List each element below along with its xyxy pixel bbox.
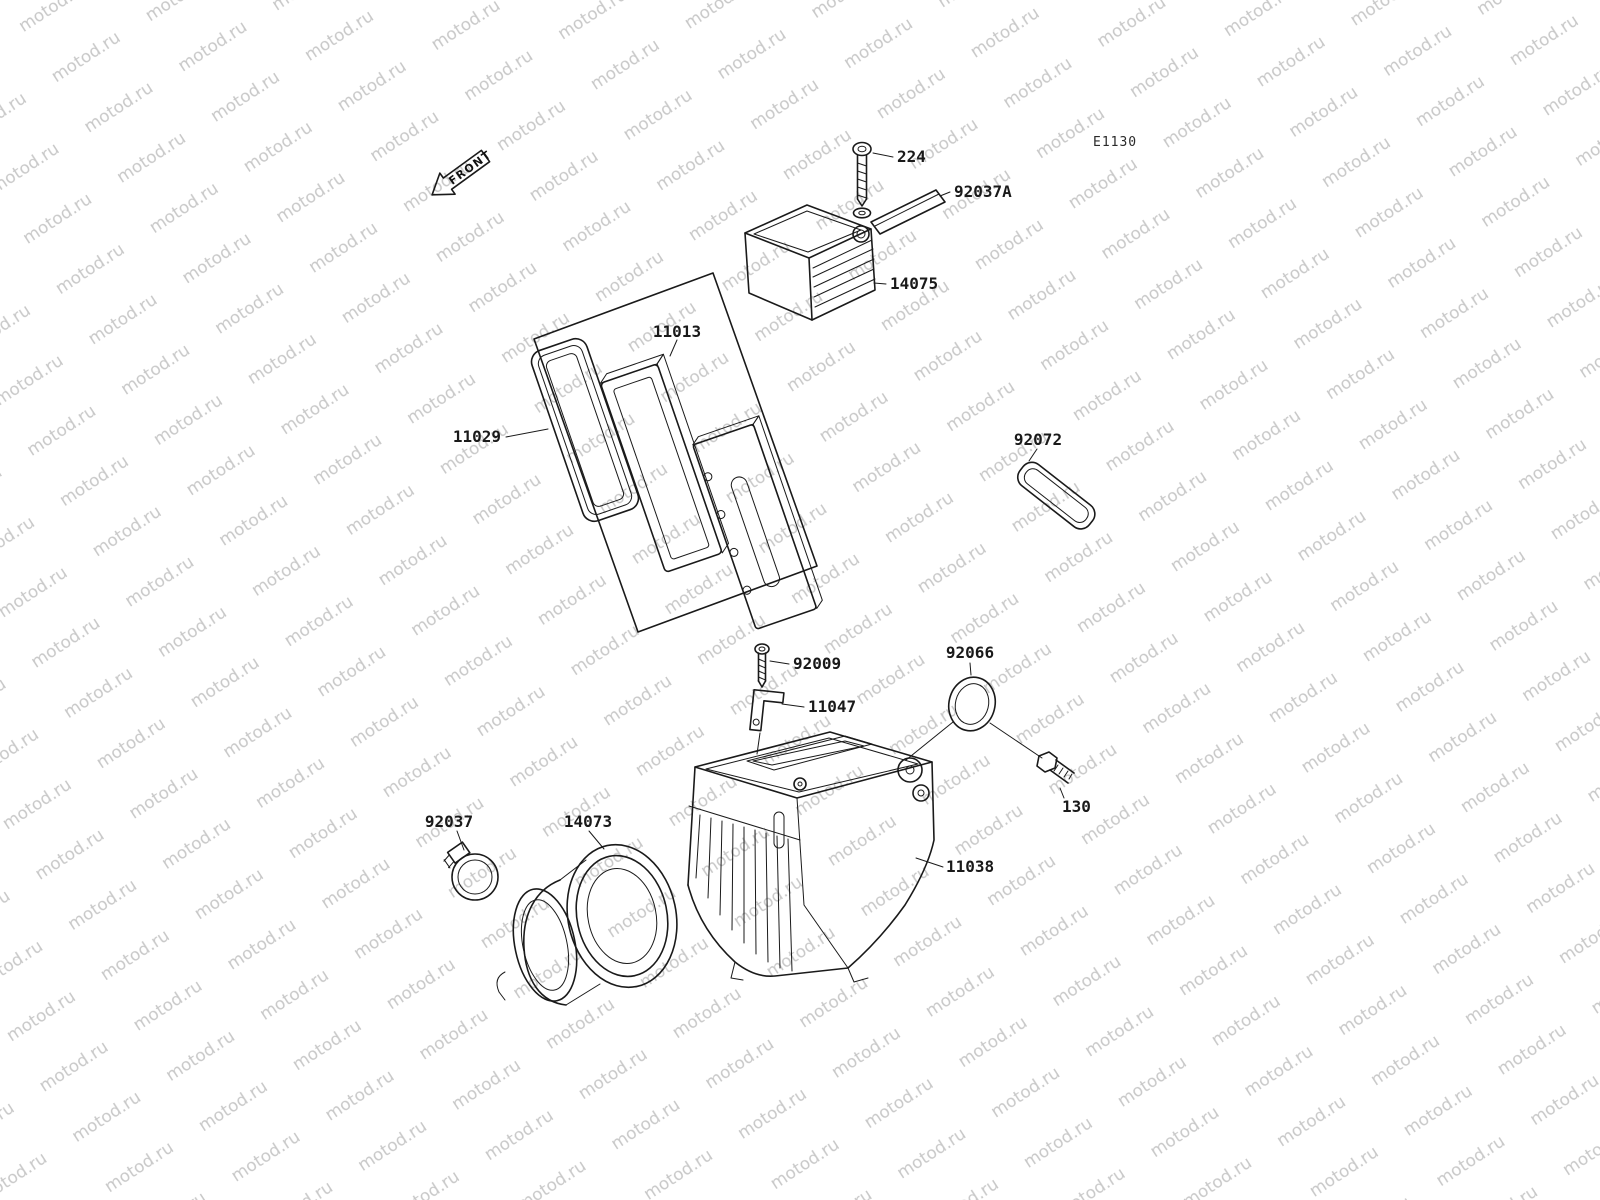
leader-92072 xyxy=(1028,448,1038,462)
cap-to-bolt-line xyxy=(989,722,1043,759)
part-label-92009: 92009 xyxy=(793,654,841,673)
part-label-92072: 92072 xyxy=(1014,430,1062,449)
element-group-outline xyxy=(533,272,818,633)
leader-130 xyxy=(1059,787,1065,799)
part-label-92037a: 92037A xyxy=(954,182,1012,201)
clamp-92037-drawing xyxy=(443,841,499,901)
screw-224-drawing xyxy=(852,141,872,219)
cap-to-housing-line xyxy=(905,721,954,761)
diagram-code: E1130 xyxy=(1093,135,1137,150)
leader-14073 xyxy=(588,830,605,850)
leader-92009 xyxy=(769,660,790,665)
part-label-92066: 92066 xyxy=(946,643,994,662)
leader-224 xyxy=(872,152,894,158)
part-label-11047: 11047 xyxy=(808,697,856,716)
leader-11013 xyxy=(669,339,678,357)
cover-14075-drawing xyxy=(744,204,876,321)
leader-14075 xyxy=(873,282,887,285)
part-label-14075: 14075 xyxy=(890,274,938,293)
boot-14073-drawing xyxy=(496,843,678,1006)
part-label-224: 224 xyxy=(897,147,926,166)
leader-11029 xyxy=(505,428,549,438)
bracket-11047-drawing xyxy=(749,688,785,732)
leader-92037 xyxy=(456,830,465,851)
leader-11038 xyxy=(915,857,944,868)
part-label-11029: 11029 xyxy=(453,427,501,446)
part-label-14073: 14073 xyxy=(564,812,612,831)
screw-92009-drawing xyxy=(754,643,770,688)
leader-92037a xyxy=(939,191,951,197)
part-label-92037: 92037 xyxy=(425,812,473,831)
element-11013-drawing xyxy=(599,353,730,573)
part-label-11038: 11038 xyxy=(946,857,994,876)
seal-92037a-drawing xyxy=(870,189,946,235)
element-plate-drawing xyxy=(692,415,823,630)
leader-92066 xyxy=(969,662,972,676)
bolt-130-drawing xyxy=(1036,751,1075,784)
cap-92066-drawing xyxy=(947,676,997,732)
part-label-11013: 11013 xyxy=(653,322,701,341)
part-label-130: 130 xyxy=(1062,797,1091,816)
housing-11038-drawing xyxy=(687,731,935,983)
gasket-92072-drawing xyxy=(1016,461,1096,530)
leader-11047 xyxy=(781,703,805,708)
